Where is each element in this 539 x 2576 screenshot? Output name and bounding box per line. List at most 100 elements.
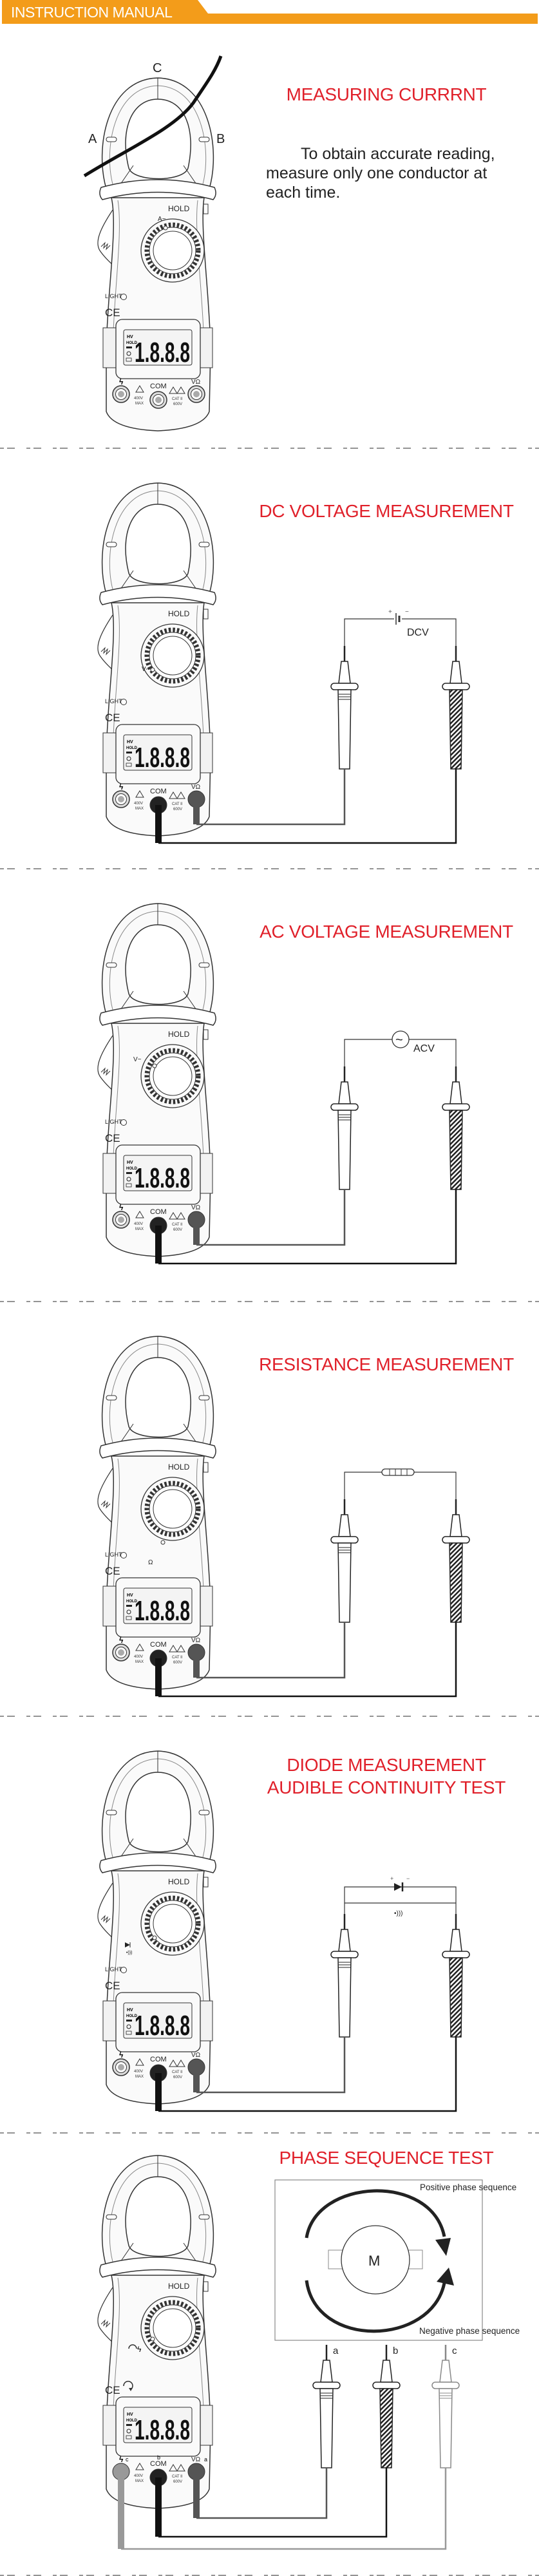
black-test-probe[interactable] [330, 1499, 359, 1623]
lead-wire-b [155, 2468, 388, 2538]
red-test-probe[interactable] [442, 646, 470, 770]
resistor-symbol [381, 1468, 415, 1476]
clamp-meter: HOLD A~ LIGHT CE HV HOLD 1.8.8.8 ϟ COM V… [97, 77, 216, 431]
jack-vohm[interactable] [187, 385, 205, 403]
lcd-indicators: HV HOLD [126, 1160, 138, 1188]
rotary-dial[interactable] [140, 1891, 205, 1956]
red-test-probe[interactable] [442, 1499, 470, 1623]
ce-mark: CE [105, 1132, 120, 1144]
jaw-opening [125, 1357, 191, 1438]
lcd-screen [123, 1587, 193, 1624]
section-diode: HOLD LIGHT CE HV HOLD 1.8.8.8 ϟ COM VΩ 4… [0, 1717, 539, 2134]
cat-rating: CAT II [172, 397, 183, 401]
svg-text:•))): •))) [126, 1951, 132, 1955]
warning-icon [135, 2463, 185, 2472]
black-test-probe[interactable] [330, 1914, 359, 2038]
jack-left[interactable] [112, 1643, 130, 1662]
section-current: HOLD A~ LIGHT CE HV HOLD 1.8.8.8 ϟ COM V… [0, 0, 539, 449]
com-lead-wire [155, 1622, 457, 1698]
header-title: INSTRUCTION MANUAL [11, 4, 173, 21]
high-voltage-icon: ϟ [119, 2455, 124, 2464]
probe-c[interactable] [431, 2345, 460, 2468]
cat-voltage: 600V [173, 2076, 182, 2079]
high-voltage-icon: ϟ [119, 782, 124, 791]
hold-button[interactable] [203, 609, 209, 620]
diode-symbol [394, 1882, 404, 1891]
rotary-dial[interactable] [140, 2296, 205, 2360]
rotary-dial[interactable] [140, 1044, 205, 1108]
jack-com[interactable] [149, 391, 167, 409]
jack-left[interactable] [112, 385, 130, 403]
hold-button[interactable] [203, 2281, 209, 2292]
negative-sequence-arrow [305, 2268, 454, 2333]
dial-range-label: A~ [158, 216, 166, 223]
red-test-probe[interactable] [442, 1914, 470, 2038]
jack-label-b: b [157, 2454, 160, 2461]
high-voltage-icon: ϟ [119, 377, 124, 386]
battery-symbol [394, 613, 402, 625]
probe-label-c: c [452, 2345, 457, 2356]
high-voltage-icon: ϟ [119, 1636, 124, 1645]
polarity-plus: + [390, 1875, 393, 1882]
black-test-probe[interactable] [330, 1066, 359, 1190]
hold-button[interactable] [203, 1462, 209, 1473]
warning-icon [135, 2058, 185, 2067]
hold-label: HOLD [168, 609, 190, 618]
ce-mark: CE [105, 2384, 120, 2396]
rotary-dial[interactable] [140, 218, 205, 283]
section-title: PHASE SEQUENCE TEST [245, 2146, 528, 2169]
positive-sequence-arrow [305, 2189, 451, 2256]
jack-left[interactable] [112, 2058, 130, 2076]
svg-text:ϟ: ϟ [137, 2345, 142, 2354]
polarity-plus: + [388, 609, 392, 616]
jack-left[interactable] [112, 1211, 130, 1229]
probe-label-a: a [333, 2345, 339, 2356]
section-dcv: HOLD V⎓ LIGHT CE HV HOLD 1.8.8.8 ϟ COM V… [0, 449, 539, 869]
vohm-lead-wire [193, 769, 346, 826]
hold-label: HOLD [168, 1030, 190, 1039]
hold-button[interactable] [203, 204, 209, 214]
hold-label: HOLD [168, 1877, 190, 1886]
hold-button[interactable] [203, 1877, 209, 1888]
lcd-hv: HV [127, 2008, 133, 2012]
lcd-screen [123, 734, 193, 771]
lead-wire-c [118, 2468, 447, 2550]
rotary-dial[interactable] [140, 623, 205, 688]
finger-guard [99, 584, 216, 605]
com-label: COM [150, 1641, 167, 1649]
jaw-label-c: C [153, 61, 162, 75]
rotary-dial[interactable] [140, 1477, 205, 1545]
light-button[interactable] [120, 1552, 127, 1558]
com-lead-wire [155, 769, 457, 844]
black-test-probe[interactable] [330, 646, 359, 770]
lcd-hold: HOLD [126, 1167, 138, 1171]
light-button[interactable] [120, 1967, 127, 1973]
probe-a[interactable] [312, 2345, 341, 2468]
hold-button[interactable] [203, 1029, 209, 1040]
light-button[interactable] [120, 294, 127, 300]
light-button[interactable] [120, 699, 127, 705]
ce-mark: CE [105, 1980, 120, 1992]
warn-voltage: 400V [134, 1222, 143, 1226]
jaw-opening [125, 924, 191, 1005]
probe-b[interactable] [372, 2345, 401, 2468]
warn-max: MAX [135, 2075, 144, 2079]
warn-max: MAX [135, 402, 144, 406]
com-label: COM [150, 2460, 167, 2468]
light-button[interactable] [120, 1119, 127, 1126]
meter-strap-coil [100, 1500, 111, 1509]
high-voltage-icon: ϟ [119, 2050, 124, 2060]
cat-rating: CAT II [172, 2070, 183, 2074]
section-title-line: RESISTANCE MEASUREMENT [259, 1354, 514, 1374]
jack-left[interactable] [112, 790, 130, 808]
section-illustration: HOLD V⎓ LIGHT CE HV HOLD 1.8.8.8 ϟ COM V… [0, 482, 539, 869]
source-label: DCV [407, 627, 429, 638]
lcd-hv: HV [127, 2412, 133, 2417]
warn-voltage: 400V [134, 2070, 143, 2074]
lcd-hv: HV [127, 740, 133, 744]
com-lead-wire [155, 1189, 457, 1265]
jack-label-c: c [126, 2456, 129, 2463]
finger-guard [99, 1852, 216, 1873]
red-test-probe[interactable] [442, 1066, 470, 1190]
